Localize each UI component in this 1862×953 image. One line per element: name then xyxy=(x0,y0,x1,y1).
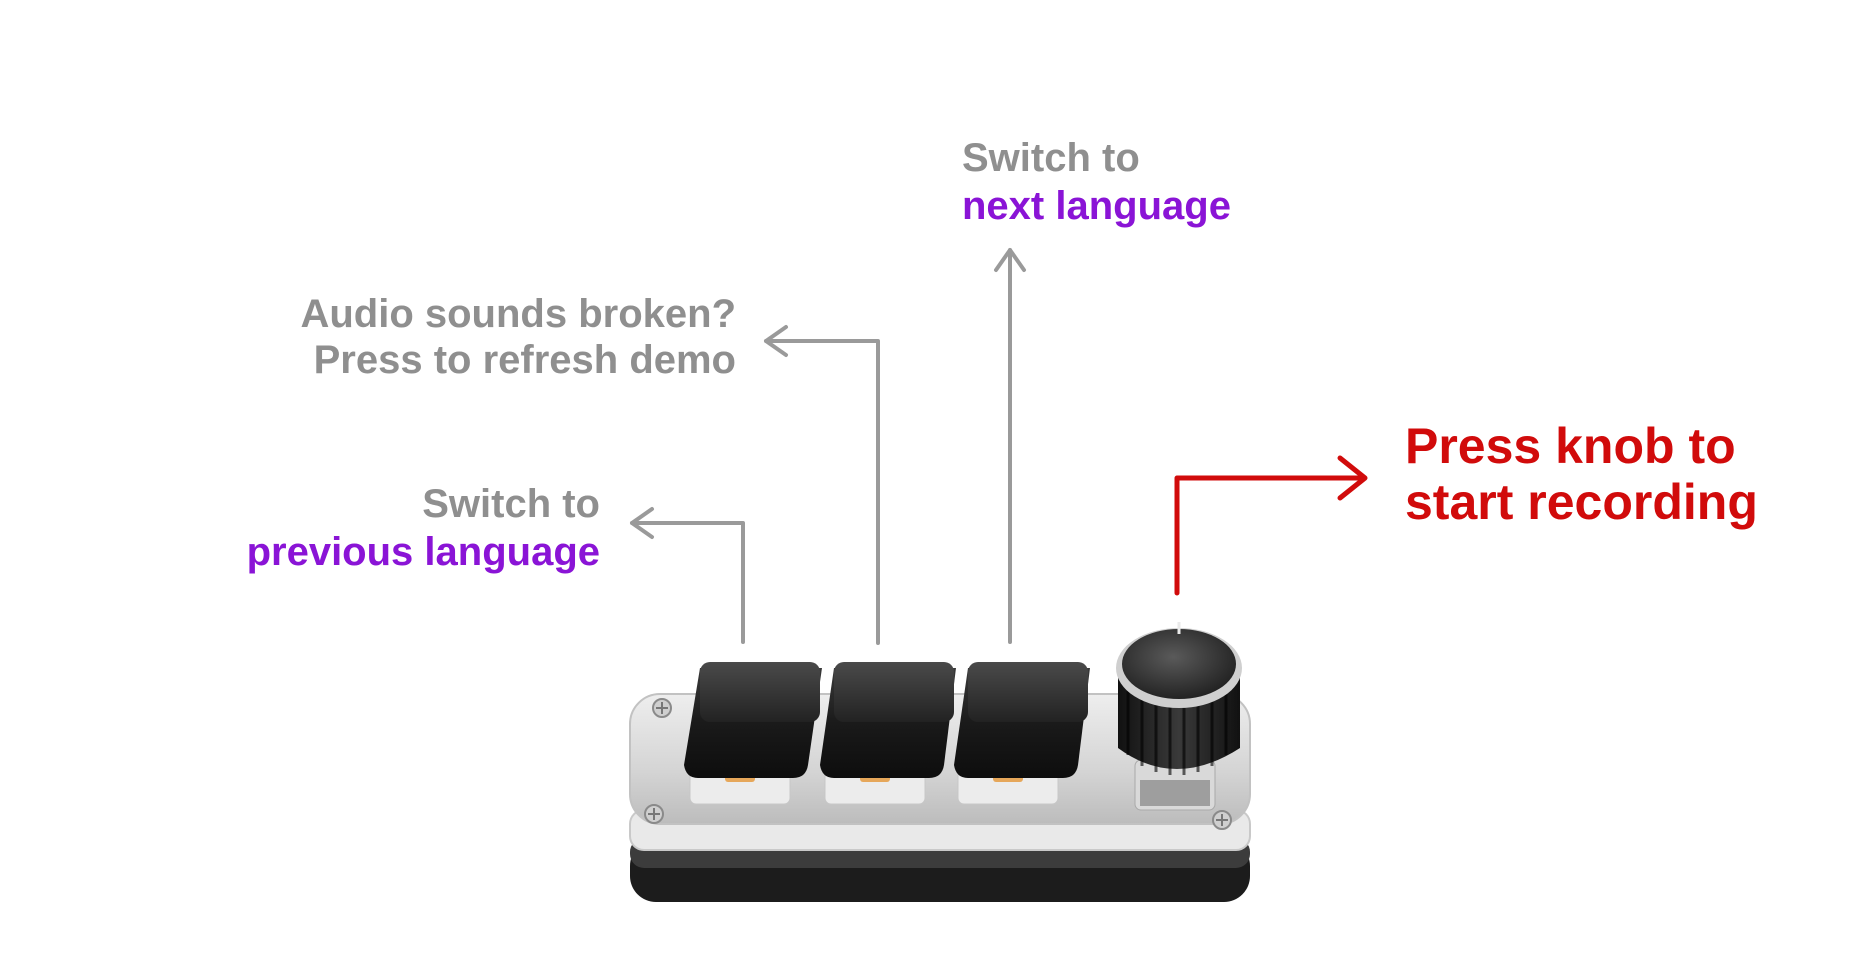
refresh-demo-label: Audio sounds broken? Press to refresh de… xyxy=(300,292,736,383)
knob-cap xyxy=(1122,629,1236,699)
previous-language-line1: Switch to xyxy=(422,482,600,526)
knob-grip xyxy=(1126,690,1228,775)
previous-language-line2: previous language xyxy=(246,530,600,574)
screw-bottom-left xyxy=(644,804,664,824)
encoder-shaft xyxy=(1140,780,1210,806)
arrow-previous-language xyxy=(630,507,745,644)
callout-arrows xyxy=(630,248,1368,645)
start-recording-line1: Press knob to xyxy=(1405,418,1736,474)
previous-language-key[interactable] xyxy=(684,662,822,778)
start-recording-label: Press knob to start recording xyxy=(1405,418,1758,530)
screw-bottom-right xyxy=(1212,810,1232,830)
arrow-start-recording xyxy=(1174,455,1368,596)
refresh-demo-line2: Press to refresh demo xyxy=(313,337,736,382)
next-language-label: Switch to next language xyxy=(962,134,1231,230)
screw-top-left xyxy=(652,698,672,718)
arrow-next-language xyxy=(994,248,1026,644)
next-language-line2: next language xyxy=(962,184,1231,228)
arrow-refresh-demo xyxy=(764,325,880,645)
refresh-demo-line1: Audio sounds broken? xyxy=(300,292,736,336)
next-language-key[interactable] xyxy=(954,662,1090,778)
record-knob[interactable] xyxy=(1116,622,1242,811)
previous-language-label: Switch to previous language xyxy=(247,480,600,576)
refresh-demo-key[interactable] xyxy=(820,662,956,778)
next-language-line1: Switch to xyxy=(962,136,1140,180)
start-recording-line2: start recording xyxy=(1405,474,1758,530)
